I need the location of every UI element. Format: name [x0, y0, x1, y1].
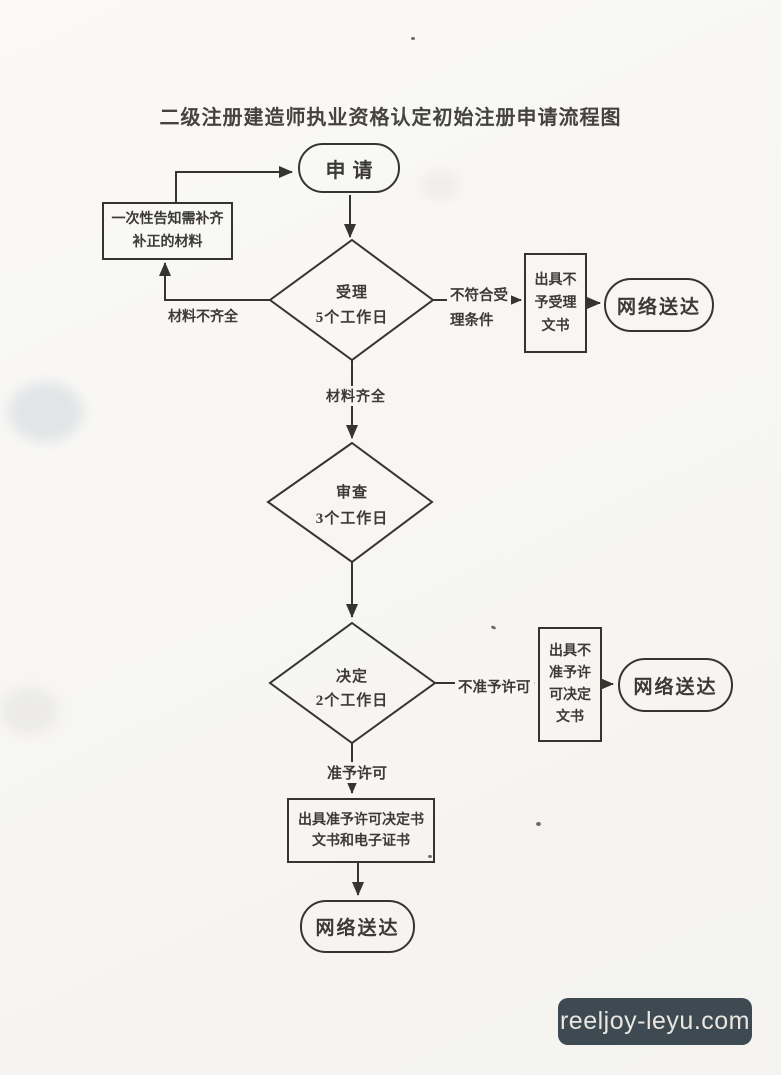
review-diamond-label: 审查 3个工作日	[292, 480, 412, 532]
edge-label-materials-complete: 材料齐全	[323, 386, 389, 406]
reject-doc-line: 文书	[541, 318, 570, 334]
edge-label-not-meet-conditions: 不符合受 理条件	[447, 284, 511, 334]
accept-diamond-label: 受理 5个工作日	[292, 281, 412, 331]
arrow-notify-to-start	[175, 166, 293, 202]
deny-document-box: 出具不 准予许 可决定 文书	[538, 627, 602, 742]
decision-diamond-shape	[268, 621, 437, 745]
start-node-label: 申请	[325, 159, 380, 182]
network-delivery-node-1: 网络送达	[604, 278, 714, 332]
edge-label-grant-permit: 准予许可	[324, 762, 391, 783]
network-delivery-node-3: 网络送达	[300, 900, 415, 953]
review-diamond-shape	[266, 441, 434, 564]
delivery-label: 网络送达	[616, 296, 701, 318]
decision-diamond-label: 决定 2个工作日	[292, 665, 412, 713]
notify-supplement-box: 一次性告知需补齐 补正的材料	[102, 202, 233, 260]
delivery-label: 网络送达	[633, 676, 718, 698]
reject-document-box: 出具不 予受理 文书	[524, 253, 587, 353]
notify-line: 补正的材料	[132, 235, 203, 250]
grant-document-box: 出具准予许可决定书 文书和电子证书	[287, 798, 435, 863]
edge-label-materials-incomplete: 材料不齐全	[168, 310, 238, 325]
notmeet-line: 理条件	[450, 313, 494, 329]
notmeet-line: 不符合受	[450, 288, 508, 304]
decision-line: 2个工作日	[315, 693, 389, 709]
deny-doc-line: 文书	[556, 709, 584, 725]
reject-doc-line: 出具不	[534, 272, 577, 288]
grant-doc-line: 文书和电子证书	[312, 833, 410, 849]
start-node-apply: 申请	[298, 143, 400, 193]
notify-line: 一次性告知需补齐	[111, 212, 224, 227]
accept-diamond-shape	[268, 238, 435, 362]
review-line: 审查	[335, 485, 368, 501]
delivery-label: 网络送达	[315, 918, 400, 939]
arrow-accept-to-notify	[159, 262, 270, 301]
deny-doc-line: 出具不	[549, 643, 591, 659]
watermark-badge: reeljoy-leyu.com	[558, 998, 752, 1045]
network-delivery-node-2: 网络送达	[618, 658, 733, 712]
accept-line: 受理	[335, 285, 368, 301]
review-line: 3个工作日	[315, 511, 389, 527]
edge-label-deny-permit: 不准予许可	[455, 676, 534, 697]
page-title: 二级注册建造师执业资格认定初始注册申请流程图	[159, 107, 622, 129]
accept-line: 5个工作日	[315, 310, 389, 326]
deny-doc-line: 准予许	[549, 665, 591, 681]
grant-doc-line: 出具准予许可决定书	[298, 812, 424, 828]
decision-line: 决定	[335, 669, 368, 685]
deny-doc-line: 可决定	[549, 687, 591, 703]
reject-doc-line: 予受理	[534, 295, 577, 311]
